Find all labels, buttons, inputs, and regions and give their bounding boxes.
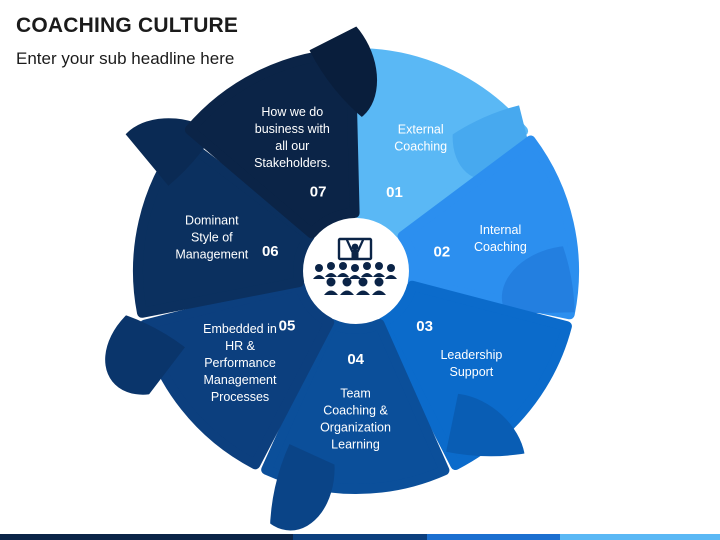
segment-number: 05 [279, 318, 296, 335]
bottom-bar-segment [559, 534, 720, 540]
page-subtitle: Enter your sub headline here [16, 49, 235, 68]
segment-number: 07 [310, 184, 327, 201]
segment-highlight [307, 5, 378, 124]
bottom-bar-segment [293, 534, 427, 540]
bottom-bar-segment [426, 534, 560, 540]
segment-shape [377, 280, 572, 470]
segment-number: 03 [416, 318, 433, 335]
segment-number: 06 [262, 243, 279, 260]
bottom-color-bar [0, 534, 720, 540]
segment-number: 01 [386, 184, 403, 201]
segment-number: 04 [347, 351, 364, 368]
segment-highlight [269, 444, 335, 531]
segment-number: 02 [434, 244, 451, 261]
page-title: COACHING CULTURE [16, 14, 239, 37]
audience-presenter-icon [313, 237, 397, 295]
bottom-bar-segment [0, 534, 294, 540]
